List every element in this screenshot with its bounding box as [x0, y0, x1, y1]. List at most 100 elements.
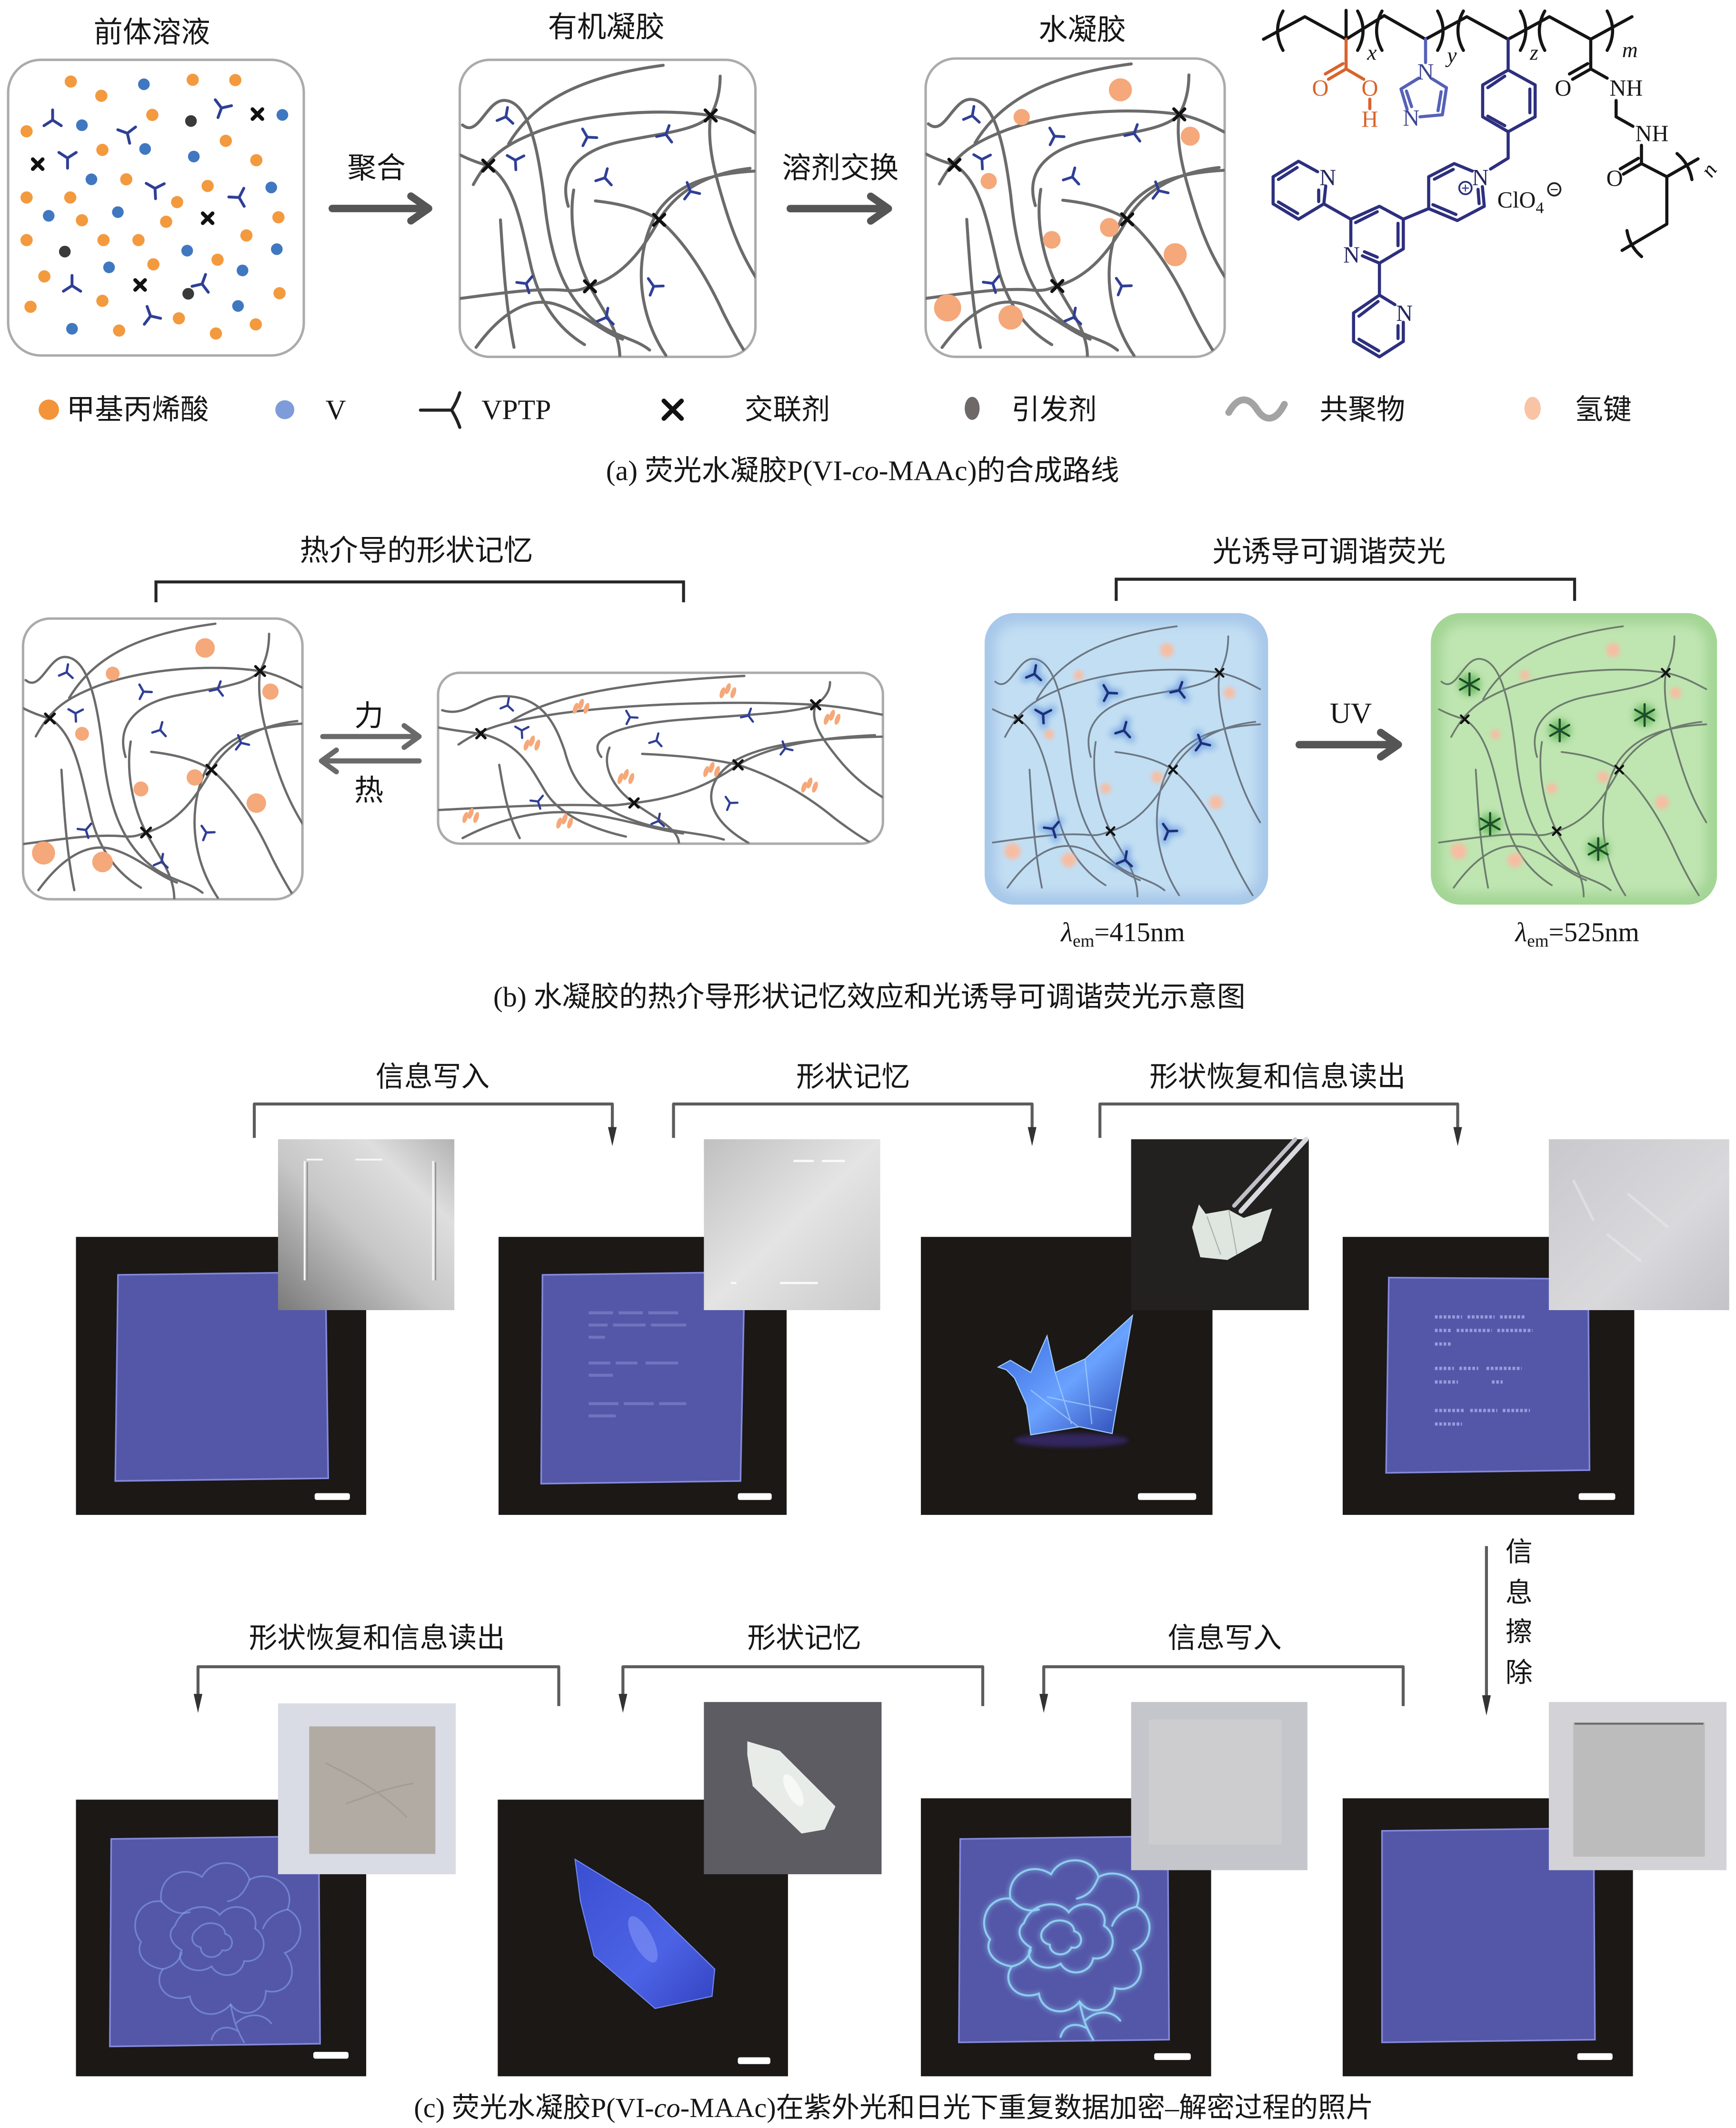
legend-item-v: V — [275, 394, 346, 426]
vptp-unit — [724, 796, 739, 811]
central-pyridine-ring — [1349, 205, 1405, 265]
v-monomer — [276, 109, 289, 121]
daylight-crane — [1192, 1204, 1272, 1260]
hydrogen-bond-dot — [1074, 670, 1084, 680]
photo-switched-vptp-unit — [1459, 672, 1480, 696]
left-pyridine-ring — [1271, 159, 1353, 221]
tweezers-prong — [1232, 1137, 1297, 1208]
vptp-monomer — [42, 108, 63, 127]
amide-nh-upper: NH — [1609, 76, 1643, 101]
vptp-unit — [499, 697, 514, 712]
polymer-chain — [1438, 708, 1553, 886]
hydrogen-bond-dot — [1180, 127, 1200, 146]
hydrogen-bond-fragment — [618, 773, 624, 784]
v-monomer — [181, 245, 193, 257]
vptp-unit — [235, 734, 250, 751]
vptp-unit — [1114, 721, 1131, 739]
hydrogen-bond-fragment — [730, 687, 737, 698]
hydrogen-bond-dot — [998, 305, 1023, 330]
crosslinker-point — [732, 759, 744, 771]
caption-c-part: -MAAc)在紫外光和日光下重复数据加密–解密过程的照片 — [680, 2092, 1374, 2123]
methacrylic-acid-monomer — [20, 234, 33, 247]
polymer-chain — [1004, 668, 1261, 738]
crosslinker-point — [1050, 279, 1065, 293]
wavelength-value: =525nm — [1549, 917, 1639, 947]
hydrogel-network — [926, 62, 1225, 357]
lambda-symbol: λ — [1060, 917, 1073, 947]
hydrogen-bond-fragment — [829, 709, 835, 721]
vptp-unit — [962, 105, 981, 124]
flower-line — [1009, 1876, 1138, 1968]
polymer-chain — [938, 109, 1225, 186]
photo-6 — [498, 1702, 882, 2077]
photo-7 — [921, 1702, 1307, 2077]
step-label-write-1: 信息写入 — [376, 1061, 489, 1093]
flower-line — [160, 1879, 289, 1970]
hydrogen-bond-dot — [1043, 231, 1061, 249]
step-bracket — [1098, 1102, 1459, 1138]
fluorescent-gel-sheet — [540, 1271, 746, 1485]
vptp-unit — [740, 707, 754, 723]
wavelength-value: =415nm — [1094, 917, 1185, 947]
subscript-y: y — [1445, 43, 1457, 67]
vptp-unit — [982, 275, 1000, 294]
vptp-unit — [514, 726, 530, 739]
carboxyl-hydrogen: H — [1361, 107, 1378, 132]
vptp-unit — [1123, 123, 1141, 143]
hydrogen-bond-dot — [1490, 729, 1500, 739]
amide-oxygen-lower: O — [1606, 166, 1623, 191]
crosslinker-point — [1614, 765, 1625, 775]
hydrogen-bond-dot — [1100, 783, 1111, 794]
arrow-down-icon — [608, 1127, 617, 1146]
vptp-unit — [779, 740, 794, 756]
vptp-unit — [1162, 823, 1178, 841]
crosslinker-point — [947, 158, 962, 172]
polymer-chain — [1031, 73, 1191, 208]
copolymer-wave-icon — [1225, 396, 1288, 422]
hydrogen-bond-fragment — [534, 739, 540, 751]
vptp-unit — [1063, 307, 1082, 326]
crosslinker-point — [1168, 765, 1178, 775]
scale-bar — [1137, 1493, 1197, 1500]
hydrogen-bond-dot — [32, 841, 55, 865]
v-monomer — [76, 119, 88, 131]
scale-bar — [738, 1493, 772, 1500]
crosslinker-point — [1120, 212, 1135, 227]
methacrylic-acid-monomer — [20, 191, 33, 204]
legend-item-methacrylic-acid: 甲基丙烯酸 — [39, 394, 209, 426]
scale-bar — [313, 2052, 349, 2059]
step-bracket — [621, 1665, 985, 1706]
v-monomer — [85, 173, 98, 185]
vptp-monomer — [57, 151, 78, 170]
uv-arrow-head — [1377, 728, 1402, 761]
methacrylic-acid-monomer — [96, 295, 109, 307]
daylight-inset — [704, 1702, 882, 1874]
methacrylic-acid-monomer — [249, 318, 262, 331]
methacrylic-acid-monomer — [146, 109, 159, 121]
inset-inner-sheet — [309, 1726, 436, 1854]
polymer-chain — [193, 722, 303, 899]
vptp-unit — [1151, 180, 1170, 200]
crosslinker-point — [44, 712, 56, 725]
legend-label: 甲基丙烯酸 — [67, 394, 209, 426]
precursor-solution-box — [7, 59, 305, 357]
daylight-inset — [1548, 1702, 1727, 1870]
methacrylic-acid-monomer — [147, 258, 160, 271]
arrow-down-icon — [1039, 1694, 1048, 1713]
amide-crosslink-bonds — [1567, 38, 1700, 252]
panel-c-photos: 信息写入 形状记忆 形状恢复和信息读出 — [76, 1061, 1729, 2123]
v-monomer — [138, 78, 150, 90]
methacrylic-acid-monomer — [273, 287, 286, 299]
methacrylic-acid-monomer — [219, 134, 232, 147]
positive-charge-icon — [1458, 180, 1473, 195]
hydrogen-bond-dot — [133, 781, 149, 797]
stage-title-organogel: 有机凝胶 — [548, 11, 665, 43]
flower-line — [191, 1922, 233, 1958]
shape-memory-bracket — [154, 580, 685, 603]
pyridinium-nitrogen: N — [1472, 165, 1489, 190]
polymer-backbone — [1262, 14, 1634, 41]
v-monomer — [103, 261, 115, 273]
step-label-recover-read-2: 形状恢复和信息读出 — [249, 1622, 505, 1654]
methacrylic-acid-monomer — [38, 270, 50, 283]
photo-4 — [1342, 1139, 1729, 1515]
